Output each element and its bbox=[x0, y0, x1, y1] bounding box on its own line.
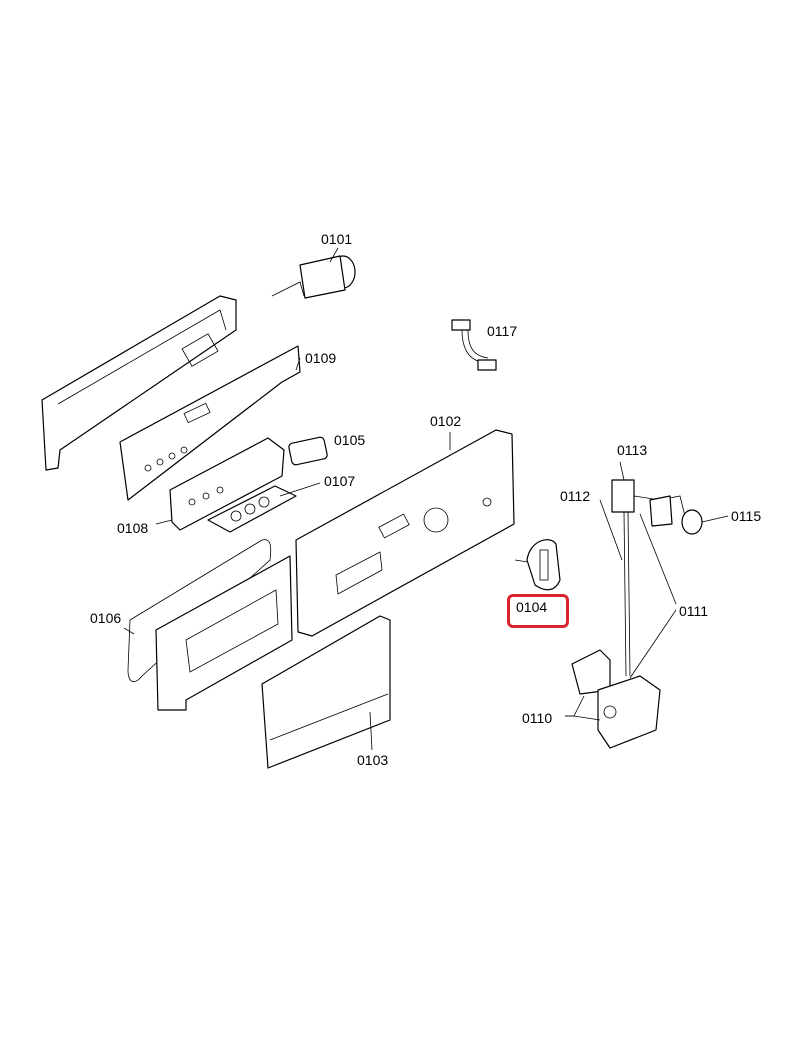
label-0108: 0108 bbox=[117, 520, 149, 536]
part-0103-drawer bbox=[261, 615, 391, 769]
label-0106: 0106 bbox=[90, 610, 122, 626]
part-0113-connector bbox=[611, 479, 703, 677]
label-0102: 0102 bbox=[430, 413, 462, 429]
label-0117: 0117 bbox=[487, 323, 518, 339]
label-0113: 0113 bbox=[617, 442, 648, 458]
part-0101-sensor bbox=[271, 255, 356, 299]
part-0106-frame bbox=[127, 539, 293, 711]
label-0110: 0110 bbox=[522, 710, 553, 726]
label-0111: 0111 bbox=[679, 603, 709, 619]
label-0101: 0101 bbox=[321, 231, 353, 247]
label-0104: 0104 bbox=[516, 599, 548, 615]
part-0108-panel bbox=[169, 437, 285, 531]
part-0102-fascia bbox=[295, 429, 515, 637]
label-0112: 0112 bbox=[560, 488, 591, 504]
part-0105-window bbox=[288, 436, 328, 466]
highlight-box-0104 bbox=[507, 594, 569, 628]
part-0109-frame bbox=[41, 295, 237, 471]
leader-lines bbox=[123, 247, 729, 751]
label-0107: 0107 bbox=[324, 473, 356, 489]
label-0109: 0109 bbox=[305, 350, 337, 366]
part-0110-door-lock bbox=[571, 649, 661, 749]
label-0103: 0103 bbox=[357, 752, 389, 768]
part-0109-board bbox=[119, 345, 301, 501]
label-0115: 0115 bbox=[731, 508, 762, 524]
part-0104-knob bbox=[514, 539, 561, 591]
part-0117-cable bbox=[451, 319, 497, 371]
part-0107-switch bbox=[207, 485, 297, 533]
label-0105: 0105 bbox=[334, 432, 366, 448]
